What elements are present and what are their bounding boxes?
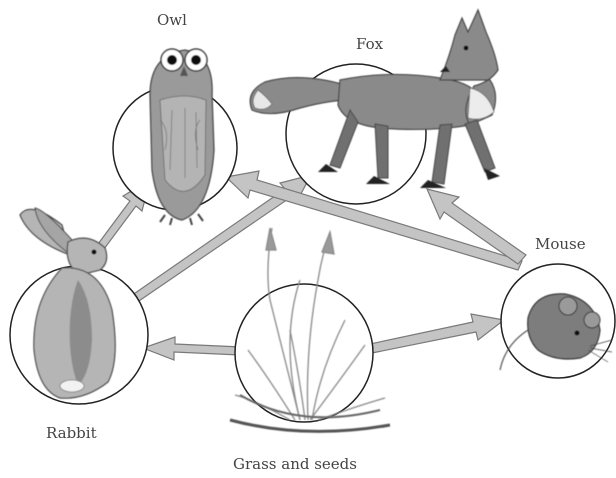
fox-label: Fox: [356, 35, 383, 53]
grass-node: [230, 228, 390, 431]
rabbit-label: Rabbit: [46, 424, 97, 442]
mouse-node: [500, 264, 615, 378]
rabbit-node: [10, 208, 148, 404]
owl-label: Owl: [157, 11, 187, 29]
mouse-label: Mouse: [535, 235, 586, 253]
grass-label: Grass and seeds: [233, 455, 357, 473]
arrow-grass-to-rabbit: [143, 337, 241, 360]
grass-circle: [235, 284, 373, 422]
arrow-grass-to-mouse: [370, 314, 504, 353]
